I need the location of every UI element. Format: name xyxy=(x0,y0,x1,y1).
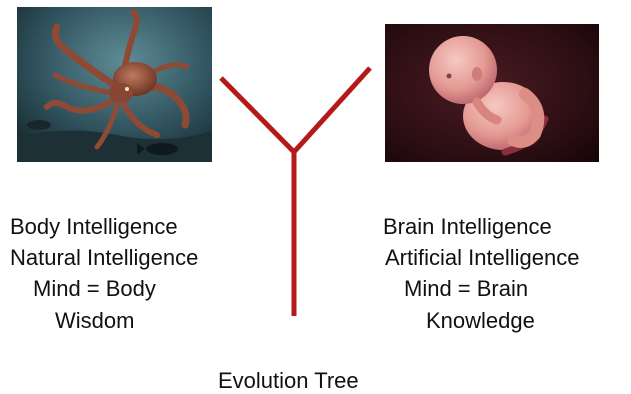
tree-right-branch xyxy=(294,68,370,152)
right-label-artificial-intelligence: Artificial Intelligence xyxy=(385,245,579,271)
octopus-image xyxy=(17,7,212,162)
tree-left-branch xyxy=(221,78,294,152)
octopus-illustration xyxy=(17,7,212,162)
left-label-wisdom: Wisdom xyxy=(55,308,134,334)
left-label-body-intelligence: Body Intelligence xyxy=(10,214,178,240)
left-label-natural-intelligence: Natural Intelligence xyxy=(10,245,198,271)
right-label-brain-intelligence: Brain Intelligence xyxy=(383,214,552,240)
right-label-knowledge: Knowledge xyxy=(426,308,535,334)
diagram-caption: Evolution Tree xyxy=(218,368,359,394)
left-label-mind-body: Mind = Body xyxy=(33,276,156,302)
fetus-image xyxy=(385,24,599,162)
right-label-mind-brain: Mind = Brain xyxy=(404,276,528,302)
fetus-illustration xyxy=(385,24,599,162)
